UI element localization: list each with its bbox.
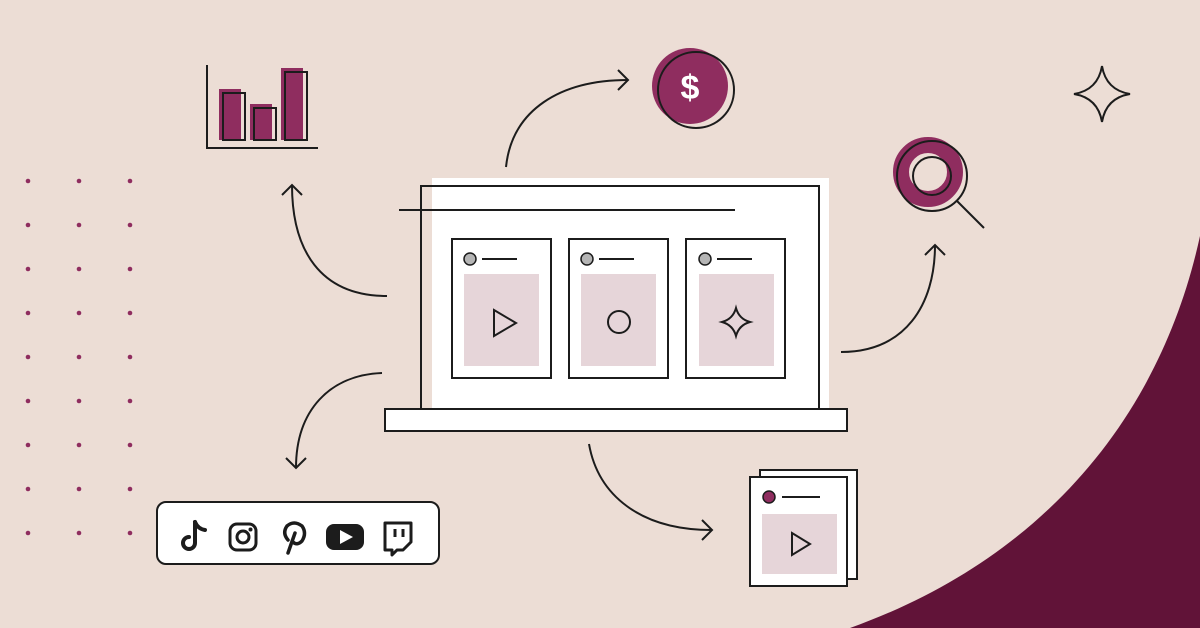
bar-chart-icon	[206, 65, 318, 149]
grid-dot	[76, 398, 82, 404]
tiktok-icon[interactable]	[181, 520, 207, 551]
coin-icon: $	[652, 48, 735, 129]
play-icon-small	[791, 531, 812, 557]
grid-dot	[76, 178, 82, 184]
grid-dot	[25, 222, 31, 228]
grid-dot	[25, 442, 31, 448]
grid-dot	[127, 530, 133, 536]
grid-dot	[127, 222, 133, 228]
grid-dot	[76, 442, 82, 448]
grid-dot	[76, 222, 82, 228]
social-bar	[156, 501, 440, 565]
sparkle-icon	[1073, 65, 1131, 123]
grid-dot	[25, 354, 31, 360]
grid-dot	[76, 354, 82, 360]
grid-dot	[127, 486, 133, 492]
circle-icon	[607, 310, 631, 334]
grid-dot	[127, 178, 133, 184]
grid-dot	[127, 310, 133, 316]
dot-grid	[25, 178, 133, 536]
grid-dot	[127, 398, 133, 404]
arrow-to-search	[840, 243, 946, 353]
magnifier-icon	[893, 137, 985, 229]
grid-dot	[76, 310, 82, 316]
flow-arrows	[281, 69, 946, 541]
grid-dot	[76, 486, 82, 492]
pinterest-icon[interactable]	[283, 521, 307, 555]
play-icon	[493, 308, 518, 338]
grid-dot	[127, 354, 133, 360]
grid-dot	[25, 178, 31, 184]
arrow-to-chart	[281, 183, 388, 297]
arrow-to-social	[285, 372, 383, 470]
grid-dot	[25, 486, 31, 492]
grid-dot	[127, 266, 133, 272]
grid-dot	[127, 442, 133, 448]
laptop-base	[384, 408, 848, 432]
youtube-icon[interactable]	[326, 524, 364, 550]
arrow-to-post	[588, 443, 714, 541]
video-card-1	[451, 238, 552, 379]
twitch-icon[interactable]	[383, 521, 413, 557]
grid-dot	[76, 266, 82, 272]
grid-dot	[76, 530, 82, 536]
grid-dot	[25, 266, 31, 272]
corner-swoosh	[850, 236, 1200, 628]
video-card-2	[568, 238, 669, 379]
grid-dot	[25, 310, 31, 316]
video-card-3	[685, 238, 786, 379]
grid-dot	[25, 530, 31, 536]
grid-dot	[25, 398, 31, 404]
coin-symbol: $	[681, 69, 700, 107]
arrow-to-coin	[505, 69, 630, 168]
instagram-icon[interactable]	[228, 522, 258, 552]
stacked-video-post-icon	[749, 469, 858, 587]
sparkle-small-icon	[718, 304, 754, 340]
